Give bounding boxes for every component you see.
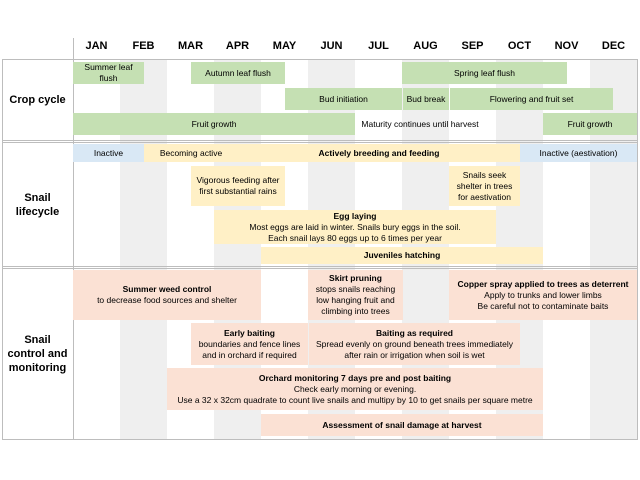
section-label-crop-cycle: Crop cycle bbox=[9, 94, 66, 106]
crop-spring-leaf-flush: Spring leaf flush bbox=[402, 62, 567, 84]
summer-weed-title: Summer weed control bbox=[122, 284, 212, 294]
month-header-jan: JAN bbox=[85, 40, 108, 52]
snail-vigorous-feeding: Vigorous feeding after first substantial… bbox=[191, 166, 285, 206]
control-assessment-harvest: Assessment of snail damage at harvest bbox=[261, 414, 543, 436]
copper-line2: Be careful not to contaminate baits bbox=[477, 300, 609, 311]
control-orchard-monitoring: Orchard monitoring 7 days pre and post b… bbox=[167, 368, 543, 410]
control-copper-spray: Copper spray applied to trees as deterre… bbox=[449, 270, 637, 320]
baiting-required-title: Baiting as required bbox=[376, 327, 453, 338]
month-header-nov: NOV bbox=[554, 40, 579, 52]
summer-weed-desc: to decrease food sources and shelter bbox=[97, 295, 237, 305]
snail-inactive-aestivation: Inactive (aestivation) bbox=[520, 144, 637, 162]
snail-control-text: Snail control and monitoring bbox=[7, 334, 68, 374]
copper-title: Copper spray applied to trees as deterre… bbox=[457, 278, 629, 289]
month-header-feb: FEB bbox=[132, 40, 155, 52]
month-header-may: MAY bbox=[272, 40, 297, 52]
baiting-required-desc: Spread evenly on ground beneath trees im… bbox=[315, 338, 514, 360]
label-column-divider bbox=[73, 38, 74, 440]
orchard-monitoring-line1: Check early morning or evening. bbox=[293, 383, 417, 394]
crop-maturity-text: Maturity continues until harvest bbox=[361, 118, 479, 129]
month-header-oct: OCT bbox=[507, 40, 532, 52]
header-divider bbox=[2, 59, 637, 60]
vigorous-feeding-text: Vigorous feeding after first substantial… bbox=[196, 175, 280, 196]
section-divider-crop bbox=[2, 140, 637, 141]
snail-lifecycle-text: Snail lifecycle bbox=[15, 191, 60, 218]
section-label-snail-lifecycle: Snail lifecycle bbox=[2, 143, 73, 266]
month-header-sep: SEP bbox=[461, 40, 484, 52]
month-header-apr: APR bbox=[225, 40, 250, 52]
snail-inactive: Inactive bbox=[73, 144, 144, 162]
skirt-pruning-desc: stops snails reaching low hanging fruit … bbox=[315, 284, 396, 316]
month-header-jul: JUL bbox=[368, 40, 389, 52]
early-baiting-desc: boundaries and fence lines and in orchar… bbox=[198, 338, 301, 360]
snail-becoming-active: Becoming active bbox=[144, 144, 238, 162]
section-divider-crop-2 bbox=[2, 142, 637, 143]
egg-laying-line2: Each snail lays 80 eggs up to 6 times pe… bbox=[268, 232, 442, 243]
egg-laying-title: Egg laying bbox=[333, 210, 377, 221]
skirt-pruning-title: Skirt pruning bbox=[329, 273, 382, 283]
snail-actively-breeding: Actively breeding and feeding bbox=[238, 144, 520, 162]
section-divider-snail bbox=[2, 266, 637, 267]
right-border bbox=[637, 59, 638, 440]
snail-juveniles-hatching: Juveniles hatching bbox=[261, 247, 543, 264]
control-summer-weed: Summer weed control to decrease food sou… bbox=[73, 270, 261, 320]
crop-bud-initiation: Bud initiation bbox=[285, 88, 402, 110]
control-skirt-pruning: Skirt pruning stops snails reaching low … bbox=[308, 270, 403, 320]
orchard-monitoring-title: Orchard monitoring 7 days pre and post b… bbox=[258, 372, 452, 383]
month-header-dec: DEC bbox=[601, 40, 626, 52]
early-baiting-title: Early baiting bbox=[223, 327, 275, 338]
month-header-mar: MAR bbox=[177, 40, 204, 52]
month-header-jun: JUN bbox=[320, 40, 343, 52]
crop-bud-break: Bud break bbox=[403, 88, 449, 110]
snail-egg-laying: Egg laying Most eggs are laid in winter.… bbox=[214, 210, 496, 244]
month-header-aug: AUG bbox=[413, 40, 438, 52]
egg-laying-line1: Most eggs are laid in winter. Snails bur… bbox=[249, 221, 461, 232]
crop-summer-leaf-flush: Summer leaf flush bbox=[73, 62, 144, 84]
bottom-border bbox=[2, 439, 637, 440]
section-divider-snail-2 bbox=[2, 268, 637, 269]
control-baiting-as-required: Baiting as required Spread evenly on gro… bbox=[309, 323, 520, 365]
crop-autumn-leaf-flush: Autumn leaf flush bbox=[191, 62, 285, 84]
crop-fruit-growth-first: Fruit growth bbox=[73, 113, 355, 135]
crop-flowering-fruit-set: Flowering and fruit set bbox=[450, 88, 613, 110]
crop-fruit-growth-second: Fruit growth bbox=[543, 113, 637, 135]
left-border bbox=[2, 59, 3, 440]
snail-seek-shelter: Snails seek shelter in trees for aestiva… bbox=[449, 166, 520, 206]
control-early-baiting: Early baiting boundaries and fence lines… bbox=[191, 323, 308, 365]
copper-line1: Apply to trunks and lower limbs bbox=[484, 289, 602, 300]
seek-shelter-text: Snails seek shelter in trees for aestiva… bbox=[456, 169, 513, 202]
orchard-monitoring-line2: Use a 32 x 32cm quadrate to count live s… bbox=[177, 394, 533, 405]
section-label-snail-control: Snail control and monitoring bbox=[2, 269, 73, 439]
